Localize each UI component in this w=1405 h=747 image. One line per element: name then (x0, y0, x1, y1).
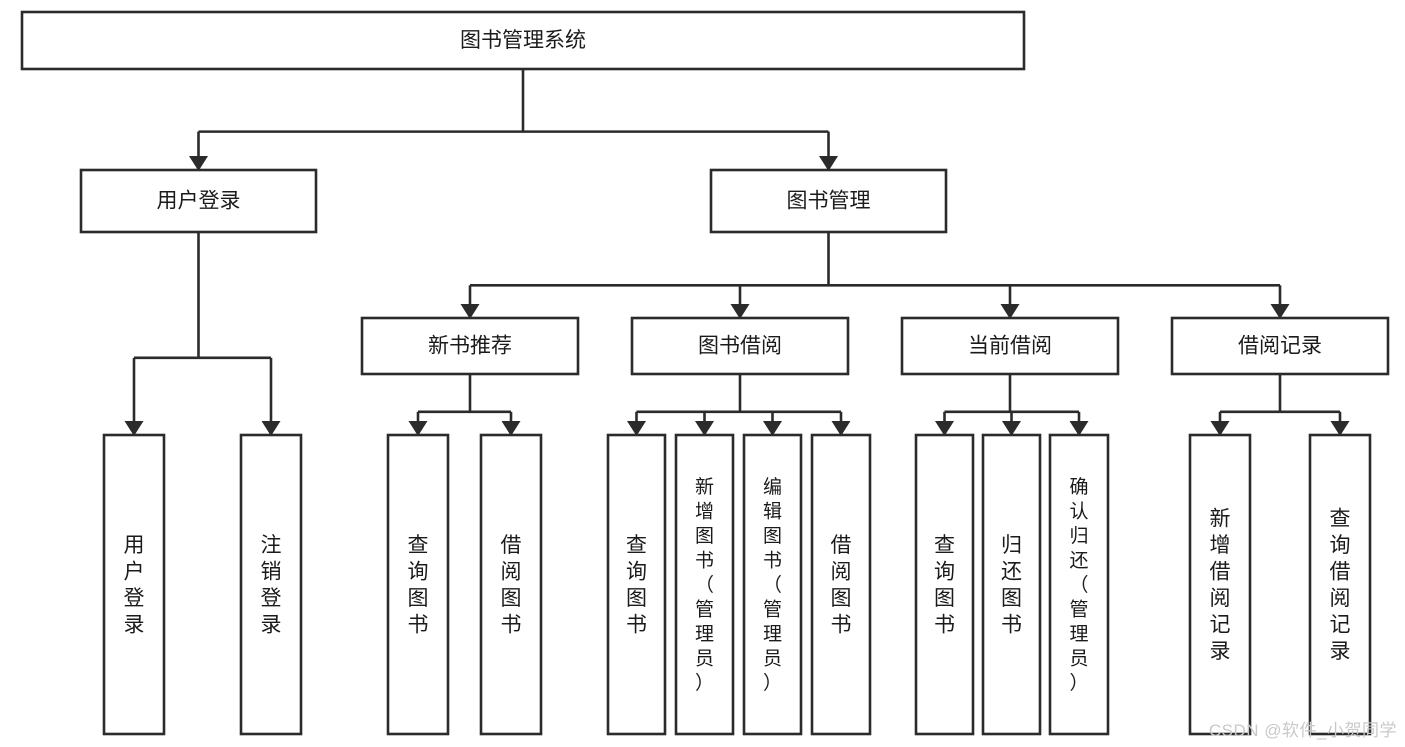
node-borrow-record-label: 借阅记录 (1238, 335, 1322, 358)
node-leaf-borrow-book-2-box[interactable] (810, 433, 872, 736)
node-leaf-query-book-2[interactable]: 查询图书 (606, 433, 667, 736)
arrow-head-icon (695, 421, 714, 436)
node-leaf-add-record-label: 新增借阅记录 (1210, 508, 1231, 664)
node-new-book-recommend-box[interactable] (360, 316, 580, 376)
node-leaf-add-book[interactable]: 新增图书（管理员） (674, 433, 735, 736)
node-book-borrow-label: 图书借阅 (698, 335, 782, 358)
node-leaf-add-record[interactable]: 新增借阅记录 (1188, 433, 1252, 736)
connector-group-current-borrow (935, 374, 1089, 436)
arrow-head-icon (408, 421, 428, 436)
node-user-login[interactable]: 用户登录 (79, 168, 318, 234)
node-leaf-query-record[interactable]: 查询借阅记录 (1308, 433, 1372, 736)
csdn-watermark: CSDN @软件_小贺同学 (1208, 721, 1397, 740)
node-book-borrow-box[interactable] (630, 316, 850, 376)
node-leaf-query-book-2-label: 查询图书 (626, 534, 647, 637)
node-leaf-borrow-book-1-label: 借阅图书 (501, 534, 522, 637)
arrow-head-icon (1210, 421, 1230, 436)
node-leaf-query-record-box[interactable] (1308, 433, 1372, 736)
node-borrow-record[interactable]: 借阅记录 (1170, 316, 1390, 376)
node-leaf-query-book-3[interactable]: 查询图书 (914, 433, 975, 736)
node-layer: 图书管理系统用户登录图书管理新书推荐图书借阅当前借阅借阅记录用户登录注销登录查询… (20, 10, 1390, 736)
arrow-head-icon (1330, 421, 1350, 436)
connector-group-book-borrow (627, 374, 851, 436)
arrow-head-icon (1069, 421, 1089, 436)
node-current-borrow[interactable]: 当前借阅 (900, 316, 1120, 376)
node-book-borrow[interactable]: 图书借阅 (630, 316, 850, 376)
node-leaf-query-book-3-label: 查询图书 (934, 534, 955, 637)
node-root-图书管理系统[interactable]: 图书管理系统 (20, 10, 1026, 71)
node-borrow-record-box[interactable] (1170, 316, 1390, 376)
node-new-book-recommend[interactable]: 新书推荐 (360, 316, 580, 376)
arrow-head-icon (501, 421, 521, 436)
connector-group-borrow-record (1210, 374, 1350, 436)
node-leaf-query-book-2-box[interactable] (606, 433, 667, 736)
node-user-login-label: 用户登录 (157, 190, 241, 213)
connector-group-user-login (124, 232, 281, 436)
node-leaf-query-book-1-box[interactable] (386, 433, 450, 736)
node-leaf-query-book-3-box[interactable] (914, 433, 975, 736)
node-root-图书管理系统-label: 图书管理系统 (460, 29, 586, 52)
connector-group-book-manage (460, 232, 1290, 319)
arrow-head-icon (935, 421, 954, 436)
arrow-head-icon (627, 421, 646, 436)
node-user-login-box[interactable] (79, 168, 318, 234)
arrow-head-icon (189, 156, 208, 171)
node-leaf-return-book-label: 归还图书 (1001, 534, 1022, 637)
arrow-head-icon (261, 421, 281, 436)
arrow-head-icon (1270, 304, 1290, 319)
arrow-head-icon (1002, 421, 1021, 436)
arrow-head-icon (460, 304, 480, 319)
node-leaf-add-record-box[interactable] (1188, 433, 1252, 736)
node-leaf-query-record-label: 查询借阅记录 (1330, 508, 1351, 664)
node-leaf-logout[interactable]: 注销登录 (239, 433, 303, 736)
node-leaf-borrow-book-1[interactable]: 借阅图书 (479, 433, 543, 736)
node-new-book-recommend-label: 新书推荐 (428, 335, 512, 358)
arrow-head-icon (831, 421, 851, 436)
node-leaf-borrow-book-1-box[interactable] (479, 433, 543, 736)
node-leaf-query-book-1[interactable]: 查询图书 (386, 433, 450, 736)
arrow-head-icon (124, 421, 144, 436)
node-book-manage-label: 图书管理 (787, 190, 871, 213)
node-leaf-logout-box[interactable] (239, 433, 303, 736)
node-leaf-edit-book-box[interactable] (742, 433, 803, 736)
arrow-head-icon (763, 421, 782, 436)
node-leaf-confirm-return[interactable]: 确认归还（管理员） (1048, 433, 1110, 736)
connector-group-new-book-recommend (408, 374, 521, 436)
node-leaf-user-login-label: 用户登录 (124, 534, 145, 637)
node-book-manage-box[interactable] (709, 168, 948, 234)
node-leaf-borrow-book-2-label: 借阅图书 (831, 534, 852, 637)
node-leaf-return-book[interactable]: 归还图书 (981, 433, 1042, 736)
arrow-head-icon (1000, 304, 1020, 319)
node-leaf-return-book-box[interactable] (981, 433, 1042, 736)
node-leaf-confirm-return-box[interactable] (1048, 433, 1110, 736)
node-leaf-user-login-box[interactable] (102, 433, 166, 736)
node-leaf-edit-book-label: 编辑图书（管理员） (763, 476, 782, 694)
node-leaf-edit-book[interactable]: 编辑图书（管理员） (742, 433, 803, 736)
node-leaf-user-login[interactable]: 用户登录 (102, 433, 166, 736)
node-leaf-confirm-return-label: 确认归还（管理员） (1069, 476, 1088, 694)
node-root-图书管理系统-box[interactable] (20, 10, 1026, 71)
node-leaf-borrow-book-2[interactable]: 借阅图书 (810, 433, 872, 736)
node-current-borrow-label: 当前借阅 (968, 335, 1052, 358)
arrow-head-icon (819, 156, 838, 171)
connector-layer (124, 69, 1350, 436)
node-leaf-query-book-1-label: 查询图书 (408, 534, 429, 637)
node-book-manage[interactable]: 图书管理 (709, 168, 948, 234)
node-current-borrow-box[interactable] (900, 316, 1120, 376)
arrow-head-icon (730, 304, 750, 319)
node-leaf-logout-label: 注销登录 (261, 534, 282, 637)
node-leaf-add-book-box[interactable] (674, 433, 735, 736)
connector-group-root (189, 69, 838, 171)
node-leaf-add-book-label: 新增图书（管理员） (695, 476, 714, 694)
